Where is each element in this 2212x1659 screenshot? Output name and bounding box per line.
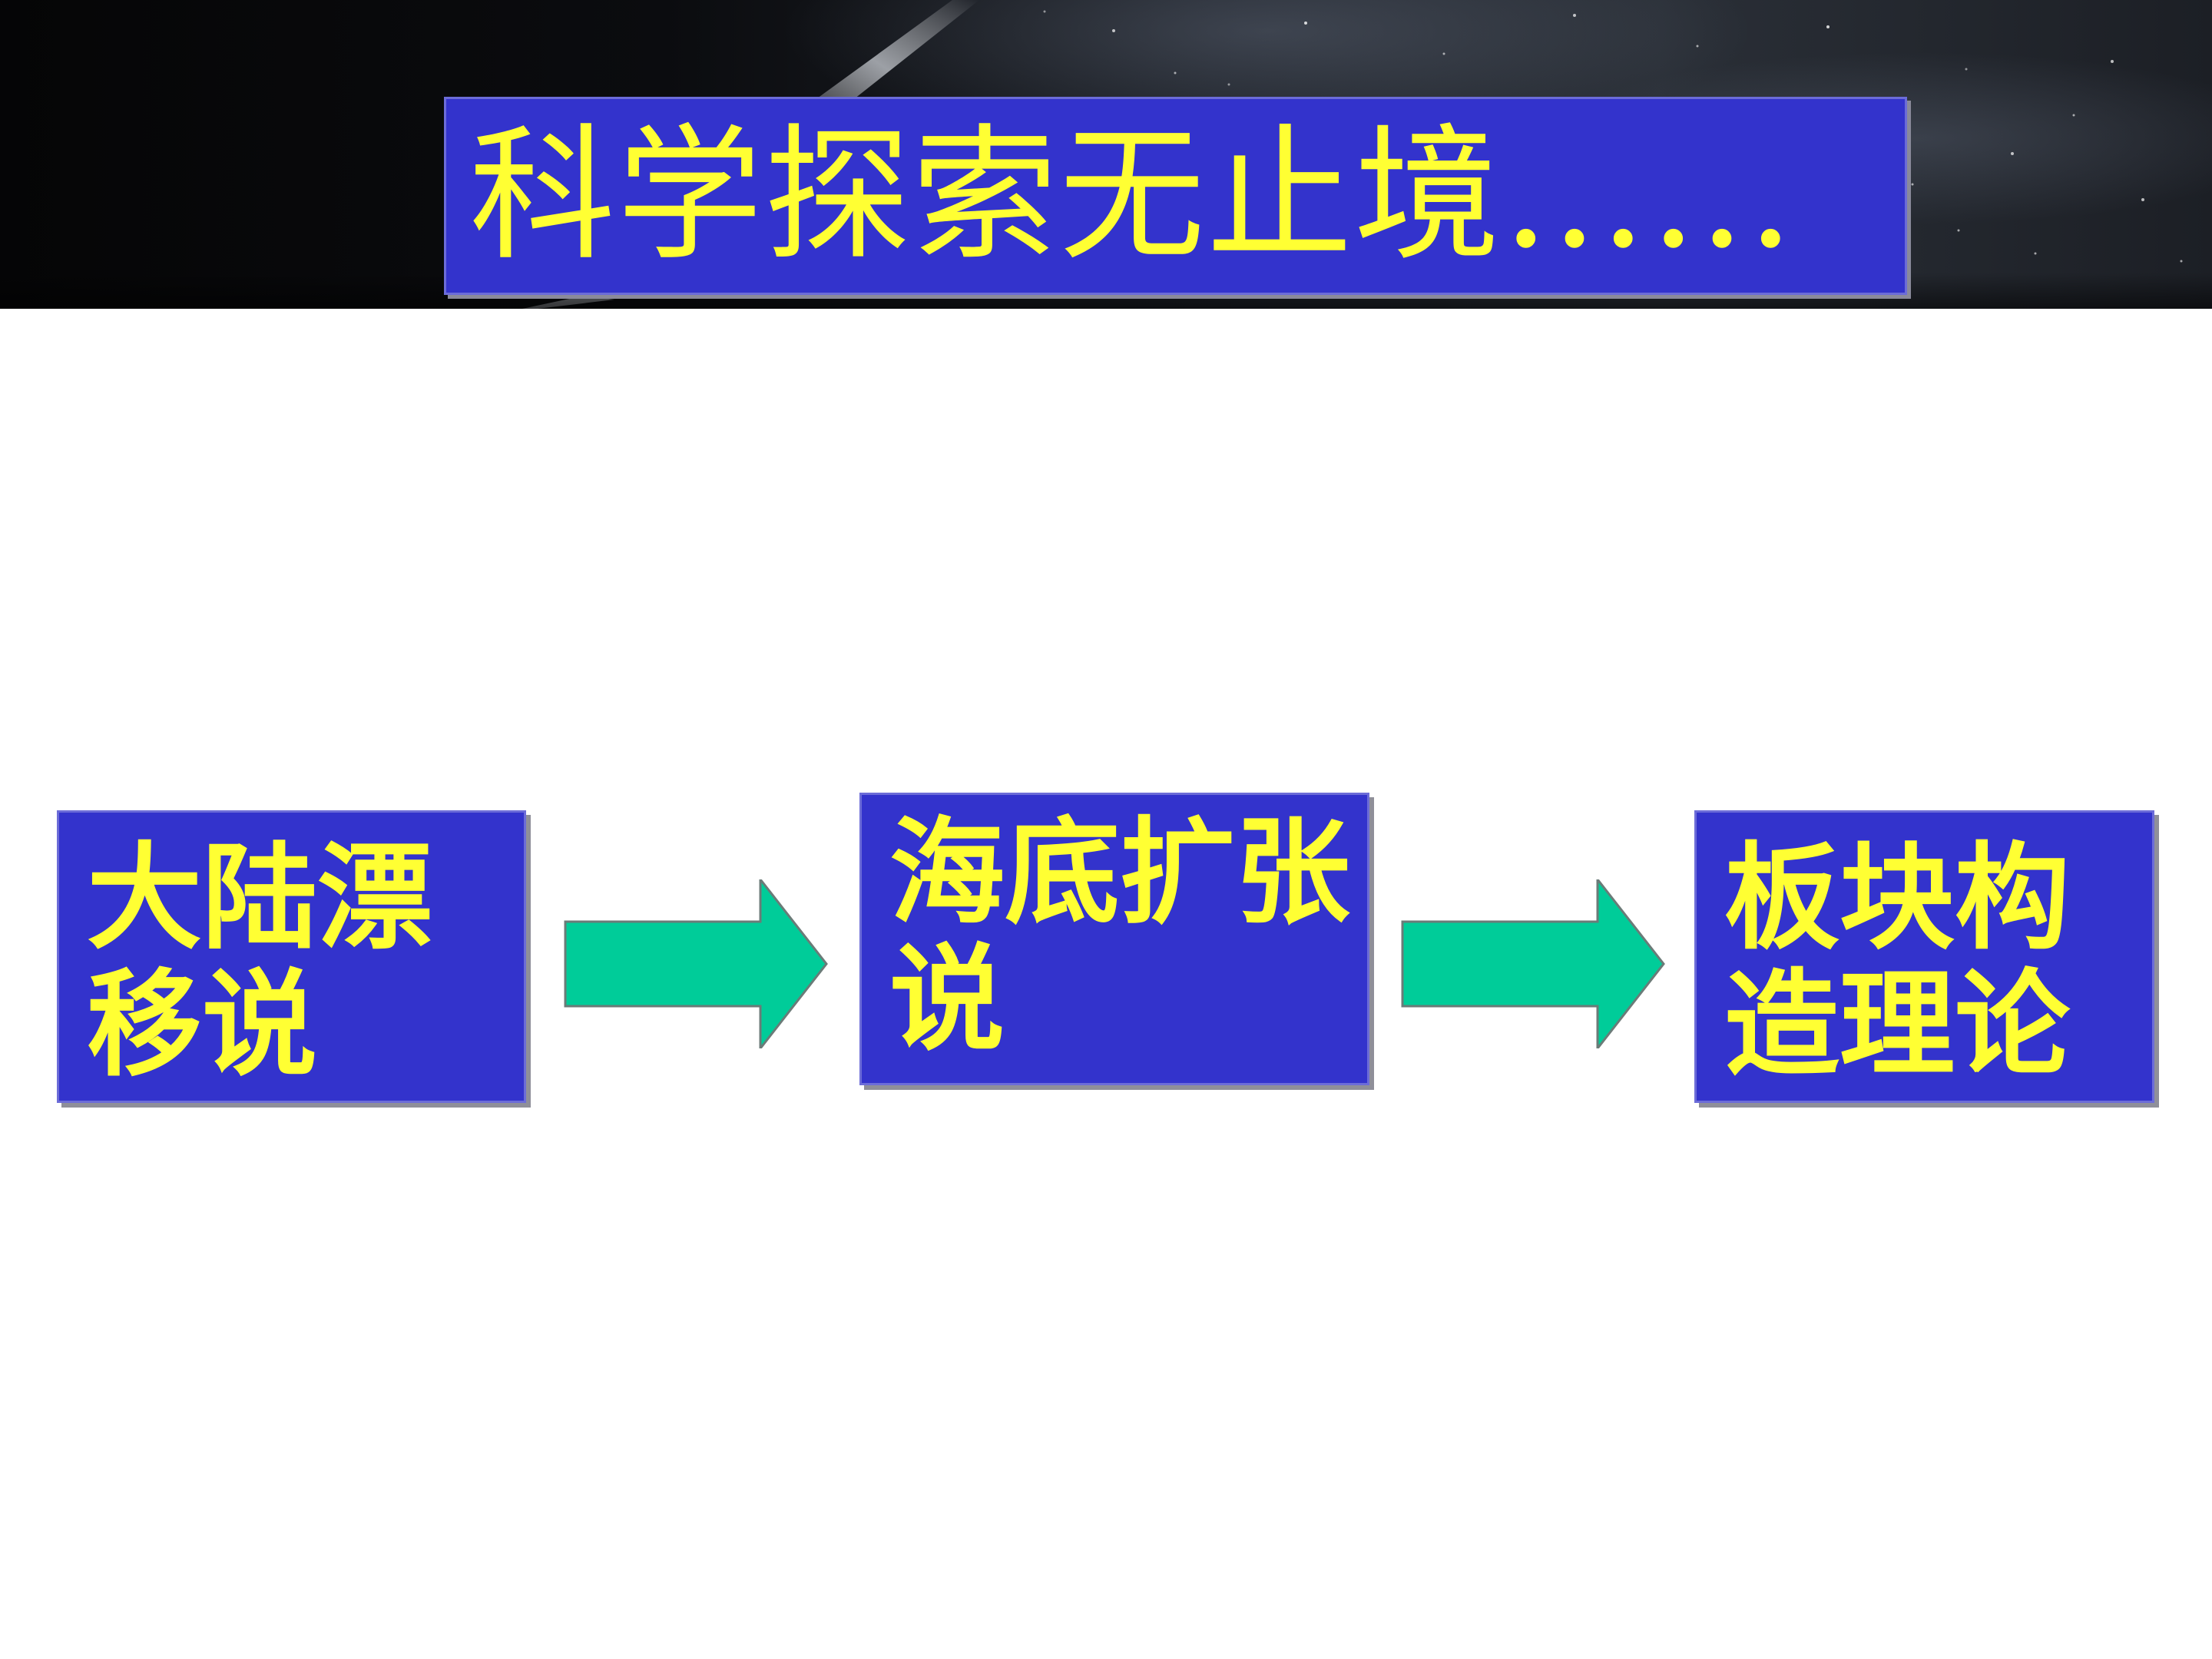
title-box: 科学探索无止境…… xyxy=(444,97,1907,295)
right-arrow-icon xyxy=(564,879,828,1048)
continental-drift-box: 大陆漂 移说 xyxy=(57,810,526,1103)
concept-line: 说 xyxy=(889,933,1005,1067)
concept-line: 大陆漂 xyxy=(87,832,433,965)
slide-title: 科学探索无止境…… xyxy=(469,111,1797,280)
concept-label: 大陆漂 移说 xyxy=(87,836,440,1089)
right-arrow-icon xyxy=(1401,879,1665,1048)
concept-label: 板块构 造理论 xyxy=(1724,836,2078,1089)
concept-label: 海底扩张 说 xyxy=(889,810,1358,1064)
concept-line: 移说 xyxy=(87,959,318,1092)
seafloor-spreading-box: 海底扩张 说 xyxy=(859,793,1369,1085)
concept-line: 海底扩张 xyxy=(889,806,1351,940)
concept-line: 造理论 xyxy=(1724,959,2071,1092)
concept-line: 板块构 xyxy=(1724,832,2071,965)
plate-tectonics-box: 板块构 造理论 xyxy=(1694,810,2154,1103)
